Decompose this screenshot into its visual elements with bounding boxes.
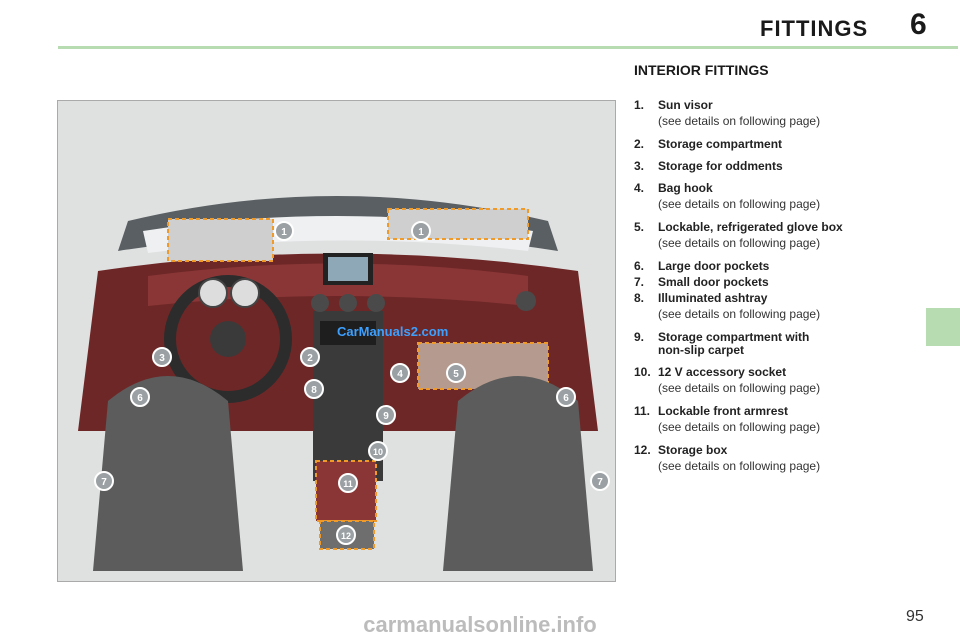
header-rule (58, 46, 958, 49)
svg-text:9: 9 (383, 411, 389, 422)
item-number: 2. (634, 137, 645, 151)
svg-text:1: 1 (281, 227, 287, 238)
callout-11: 11 (338, 473, 358, 493)
cabin-drawing: 1 1 2 3 4 5 6 6 7 7 8 9 10 11 12 (58, 101, 615, 581)
item-label: Lockable, refrigerated glove box (658, 220, 843, 234)
callout-12: 12 (336, 525, 356, 545)
item-number: 12. (634, 443, 651, 457)
svg-text:4: 4 (397, 369, 403, 380)
item-label: Lockable front armrest (658, 404, 789, 418)
item-detail: (see details on following page) (658, 459, 821, 473)
item-label: Small door pockets (658, 275, 769, 289)
callout-5: 5 (446, 363, 466, 383)
svg-text:3: 3 (159, 353, 165, 364)
item-detail: (see details on following page) (658, 307, 821, 321)
item-detail: (see details on following page) (658, 114, 821, 128)
svg-text:6: 6 (137, 393, 143, 404)
item-detail: (see details on following page) (658, 420, 821, 434)
callout-8: 8 (304, 379, 324, 399)
interior-illustration: 1 1 2 3 4 5 6 6 7 7 8 9 10 11 12 (57, 100, 616, 582)
item-number: 10. (634, 365, 651, 379)
svg-text:2: 2 (307, 353, 313, 364)
page-number: 95 (906, 608, 924, 625)
item-label: Sun visor (658, 98, 713, 112)
item-label: Large door pockets (658, 259, 770, 273)
svg-text:10: 10 (373, 447, 383, 457)
item-number: 8. (634, 291, 645, 305)
item-number: 1. (634, 98, 645, 112)
callout-4: 4 (390, 363, 410, 383)
callout-1a: 1 (274, 221, 294, 241)
item-detail: (see details on following page) (658, 197, 821, 211)
item-detail: (see details on following page) (658, 381, 821, 395)
image-watermark: CarManuals2.com (337, 324, 449, 339)
item-number: 6. (634, 259, 645, 273)
svg-text:12: 12 (341, 531, 351, 541)
chapter-side-tab (926, 308, 960, 346)
item-label: Storage box (658, 443, 728, 457)
callout-10: 10 (368, 441, 388, 461)
item-label: 12 V accessory socket (658, 365, 787, 379)
item-detail: (see details on following page) (658, 236, 821, 250)
svg-text:6: 6 (563, 393, 569, 404)
callout-6b: 6 (556, 387, 576, 407)
item-number: 9. (634, 330, 645, 344)
callout-6a: 6 (130, 387, 150, 407)
callout-7a: 7 (94, 471, 114, 491)
item-number: 11. (634, 404, 651, 418)
callout-9: 9 (376, 405, 396, 425)
section-title: INTERIOR FITTINGS (634, 62, 769, 78)
item-number: 7. (634, 275, 645, 289)
callout-7b: 7 (590, 471, 610, 491)
svg-text:8: 8 (311, 385, 317, 396)
item-number: 5. (634, 220, 645, 234)
callout-3: 3 (152, 347, 172, 367)
svg-text:7: 7 (101, 477, 107, 488)
item-label: Illuminated ashtray (658, 291, 768, 305)
callout-2: 2 (300, 347, 320, 367)
svg-text:1: 1 (418, 227, 424, 238)
item-label: Bag hook (658, 181, 713, 195)
callout-1b: 1 (411, 221, 431, 241)
item-label: Storage compartment (658, 137, 783, 151)
svg-text:5: 5 (453, 369, 459, 380)
item-number: 3. (634, 159, 645, 173)
chapter-number: 6 (910, 8, 927, 41)
item-number: 4. (634, 181, 645, 195)
item-label-line2: non-slip carpet (658, 343, 745, 357)
page-header-title: FITTINGS (760, 16, 869, 41)
svg-text:11: 11 (343, 479, 353, 489)
item-label: Storage for oddments (658, 159, 783, 173)
item-label: Storage compartment with (658, 330, 810, 344)
svg-text:7: 7 (597, 477, 603, 488)
footer-watermark: carmanualsonline.info (363, 612, 597, 637)
